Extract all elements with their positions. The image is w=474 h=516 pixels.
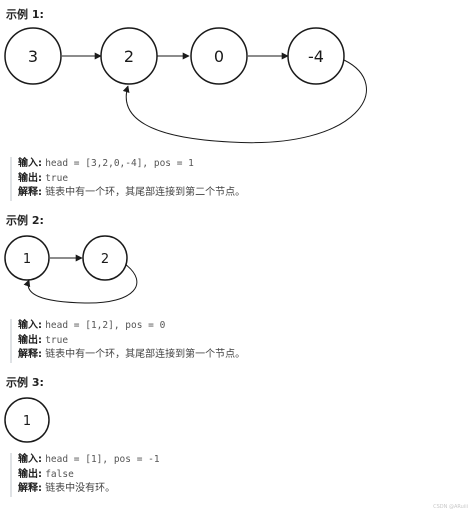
input-value: head = [1,2], pos = 0 — [45, 320, 166, 331]
node-label: 3 — [28, 47, 38, 66]
explanation-value: 链表中有一个环，其尾部连接到第二个节点。 — [45, 187, 246, 198]
explanation-label: 解释: — [18, 483, 42, 494]
output-value: true — [45, 334, 69, 346]
example-3-diagram: 1 — [4, 397, 50, 443]
node-neg4: -4 — [287, 27, 345, 85]
explanation-line: 解释: 链表中没有环。 — [18, 482, 160, 497]
node-2: 2 — [82, 235, 128, 281]
node-label: 1 — [23, 252, 31, 267]
example-1-details: 输入: head = [3,2,0,-4], pos = 1 输出: true … — [10, 157, 245, 201]
input-label: 输入: — [18, 158, 42, 169]
explanation-value: 链表中没有环。 — [45, 483, 116, 494]
output-label: 输出: — [18, 172, 42, 184]
example-1-diagram: 3 2 0 -4 — [4, 27, 367, 144]
input-value: head = [1], pos = -1 — [45, 454, 160, 465]
input-label: 输入: — [18, 320, 42, 331]
example-3-details: 输入: head = [1], pos = -1 输出: false 解释: 链… — [10, 453, 160, 497]
output-label: 输出: — [18, 334, 42, 346]
output-label: 输出: — [18, 468, 42, 480]
node-label: 1 — [23, 414, 31, 429]
node-2: 2 — [100, 27, 158, 85]
example-2-title: 示例 2: — [6, 214, 44, 227]
example-2-details: 输入: head = [1,2], pos = 0 输出: true 解释: 链… — [10, 319, 245, 363]
example-3-title: 示例 3: — [6, 376, 44, 389]
input-line: 输入: head = [3,2,0,-4], pos = 1 — [18, 157, 245, 172]
output-value: true — [45, 172, 69, 184]
output-line: 输出: true — [18, 334, 245, 349]
output-line: 输出: false — [18, 468, 160, 483]
watermark: CSDN @ARuiii — [433, 504, 468, 510]
explanation-value: 链表中有一个环，其尾部连接到第一个节点。 — [45, 349, 246, 360]
input-label: 输入: — [18, 454, 42, 465]
input-value: head = [3,2,0,-4], pos = 1 — [45, 158, 194, 169]
node-label: 0 — [214, 47, 224, 66]
node-0: 0 — [190, 27, 248, 85]
explanation-line: 解释: 链表中有一个环，其尾部连接到第二个节点。 — [18, 186, 245, 201]
edge-cycle-2-to-1 — [23, 263, 138, 304]
output-value: false — [45, 468, 74, 480]
node-label: 2 — [124, 47, 134, 66]
node-3: 3 — [4, 27, 62, 85]
node-1: 1 — [4, 235, 50, 281]
example-2-diagram: 1 2 — [4, 235, 138, 304]
output-line: 输出: true — [18, 172, 245, 187]
input-line: 输入: head = [1,2], pos = 0 — [18, 319, 245, 334]
explanation-label: 解释: — [18, 187, 42, 198]
node-label: -4 — [308, 47, 324, 66]
node-1: 1 — [4, 397, 50, 443]
example-1-title: 示例 1: — [6, 8, 44, 21]
edge-cycle-neg4-to-2 — [122, 59, 367, 144]
explanation-label: 解释: — [18, 349, 42, 360]
input-line: 输入: head = [1], pos = -1 — [18, 453, 160, 468]
explanation-line: 解释: 链表中有一个环，其尾部连接到第一个节点。 — [18, 348, 245, 363]
node-label: 2 — [101, 252, 109, 267]
